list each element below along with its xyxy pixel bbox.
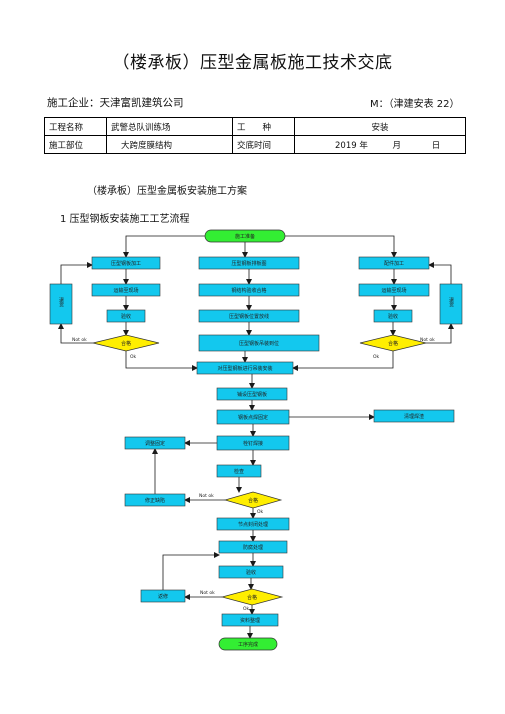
value-construction-part: 大跨度膜结构 bbox=[106, 135, 233, 154]
flow-edge-label: Not ok bbox=[200, 590, 215, 596]
flow-node-c6: 防腐处理 bbox=[218, 540, 288, 554]
label-date: 交底时间 bbox=[232, 135, 295, 154]
construction-company: 施工企业：天津富凯建筑公司 bbox=[47, 97, 184, 109]
svg-text:工序完成: 工序完成 bbox=[238, 641, 258, 648]
svg-text:返修: 返修 bbox=[158, 593, 168, 600]
svg-text:合格: 合格 bbox=[248, 497, 258, 504]
svg-text:施工准备: 施工准备 bbox=[235, 233, 255, 240]
form-code: M：（津建安表 22） bbox=[370, 99, 460, 110]
flow-edge-label: Ok bbox=[373, 354, 380, 360]
flow-node-c7: 验收 bbox=[218, 565, 284, 579]
flow-node-left-2: 运输至现场 bbox=[91, 283, 161, 297]
flow-node-c5: 节点封闭处理 bbox=[216, 517, 290, 531]
svg-text:合格: 合格 bbox=[247, 594, 257, 601]
page-title: （楼承板）压型金属板施工技术交底 bbox=[112, 53, 393, 73]
flow-node-c7-side: 返修 bbox=[140, 589, 186, 603]
flow-node-c2-side: 清理焊渣 bbox=[373, 409, 455, 423]
flow-node-mid-4: 压型钢板吊装到位 bbox=[198, 334, 320, 352]
date-day: 日 bbox=[431, 140, 441, 151]
flow-node-c3: 栓钉焊接 bbox=[216, 435, 290, 451]
date-month: 月 bbox=[392, 140, 402, 151]
svg-text:资料整理: 资料整理 bbox=[240, 617, 260, 624]
svg-text:铺设压型钢板: 铺设压型钢板 bbox=[237, 391, 267, 398]
flow-node-right-1: 配件加工 bbox=[358, 256, 430, 270]
flow-edge-label: Ok bbox=[130, 354, 137, 360]
svg-text:防腐处理: 防腐处理 bbox=[243, 544, 263, 551]
flow-edge-label: Not ok bbox=[199, 493, 214, 499]
svg-text:验收: 验收 bbox=[121, 313, 131, 320]
flow-node-c1: 铺设压型钢板 bbox=[216, 387, 288, 401]
svg-text:压型钢板吊装到位: 压型钢板吊装到位 bbox=[239, 340, 279, 347]
svg-text:压型钢板加工: 压型钢板加工 bbox=[111, 260, 141, 267]
flow-node-left-reject: 退货 bbox=[49, 283, 73, 325]
flow-node-c3-side: 调整固定 bbox=[124, 436, 186, 450]
flow-node-right-dec: 合格 bbox=[359, 334, 427, 352]
flow-node-c8: 资料整理 bbox=[221, 613, 279, 627]
flow-node-mid-2: 钢结构验收合格 bbox=[198, 283, 300, 297]
svg-text:栓钉焊接: 栓钉焊接 bbox=[243, 440, 263, 447]
flow-node-merge: 对压型钢板进行吊装安装 bbox=[196, 361, 294, 375]
date-year: 2019 年 bbox=[335, 140, 368, 151]
svg-text:对压型钢板进行吊装安装: 对压型钢板进行吊装安装 bbox=[217, 365, 272, 372]
svg-text:清理焊渣: 清理焊渣 bbox=[404, 413, 424, 420]
svg-text:验收: 验收 bbox=[246, 569, 256, 576]
flow-node-right-3: 验收 bbox=[373, 309, 413, 323]
flow-node-right-reject: 退货 bbox=[439, 283, 463, 325]
flow-edge-label: Ok bbox=[243, 606, 250, 612]
flow-node-left-dec: 合格 bbox=[92, 334, 160, 352]
svg-text:退货: 退货 bbox=[58, 296, 64, 308]
svg-text:合格: 合格 bbox=[388, 340, 398, 347]
flow-edge-label: Ok bbox=[257, 509, 264, 515]
flow-node-c4-side: 修正缺陷 bbox=[124, 493, 186, 507]
flow-node-dec1: 合格 bbox=[223, 491, 283, 509]
svg-text:配件加工: 配件加工 bbox=[384, 260, 404, 267]
svg-text:调整固定: 调整固定 bbox=[145, 440, 165, 447]
svg-text:节点封闭处理: 节点封闭处理 bbox=[238, 521, 268, 528]
svg-text:运输至现场: 运输至现场 bbox=[381, 287, 406, 294]
flow-edge-label: Not ok bbox=[420, 337, 435, 343]
flow-node-mid-3: 压型钢板位置放线 bbox=[198, 309, 300, 323]
project-info-table: 工程名称 武警总队训练场 工 种 安装 施工部位 大跨度膜结构 交底时间 201… bbox=[44, 117, 466, 154]
svg-text:检查: 检查 bbox=[234, 468, 244, 475]
svg-text:钢结构验收合格: 钢结构验收合格 bbox=[231, 287, 266, 294]
flow-node-start: 施工准备 bbox=[204, 229, 286, 243]
section-subheading: 1 压型钢板安装施工工艺流程 bbox=[60, 214, 190, 225]
info-row-part: 施工部位 大跨度膜结构 交底时间 2019 年 月 日 bbox=[44, 135, 466, 154]
svg-text:压型钢板位置放线: 压型钢板位置放线 bbox=[229, 313, 269, 320]
flow-node-dec2: 合格 bbox=[220, 588, 284, 606]
flow-node-c2: 钢板点焊固定 bbox=[216, 409, 290, 425]
flow-node-c4: 检查 bbox=[216, 464, 262, 478]
value-date: 2019 年 月 日 bbox=[294, 135, 466, 154]
svg-text:钢板点焊固定: 钢板点焊固定 bbox=[238, 414, 268, 421]
flow-node-left-1: 压型钢板加工 bbox=[91, 256, 161, 270]
svg-text:合格: 合格 bbox=[121, 340, 131, 347]
section-heading: （楼承板）压型金属板安装施工方案 bbox=[87, 186, 247, 197]
svg-text:退货: 退货 bbox=[448, 296, 454, 308]
svg-text:运输至现场: 运输至现场 bbox=[113, 287, 138, 294]
flow-node-left-3: 验收 bbox=[106, 309, 146, 323]
flow-edge-label: Not ok bbox=[72, 337, 87, 343]
flow-node-end: 工序完成 bbox=[218, 637, 278, 651]
flow-node-right-2: 运输至现场 bbox=[358, 283, 430, 297]
svg-text:压型钢板排板图: 压型钢板排板图 bbox=[231, 260, 266, 267]
svg-text:修正缺陷: 修正缺陷 bbox=[145, 497, 165, 504]
flow-node-mid-1: 压型钢板排板图 bbox=[198, 256, 300, 270]
svg-text:验收: 验收 bbox=[388, 313, 398, 320]
